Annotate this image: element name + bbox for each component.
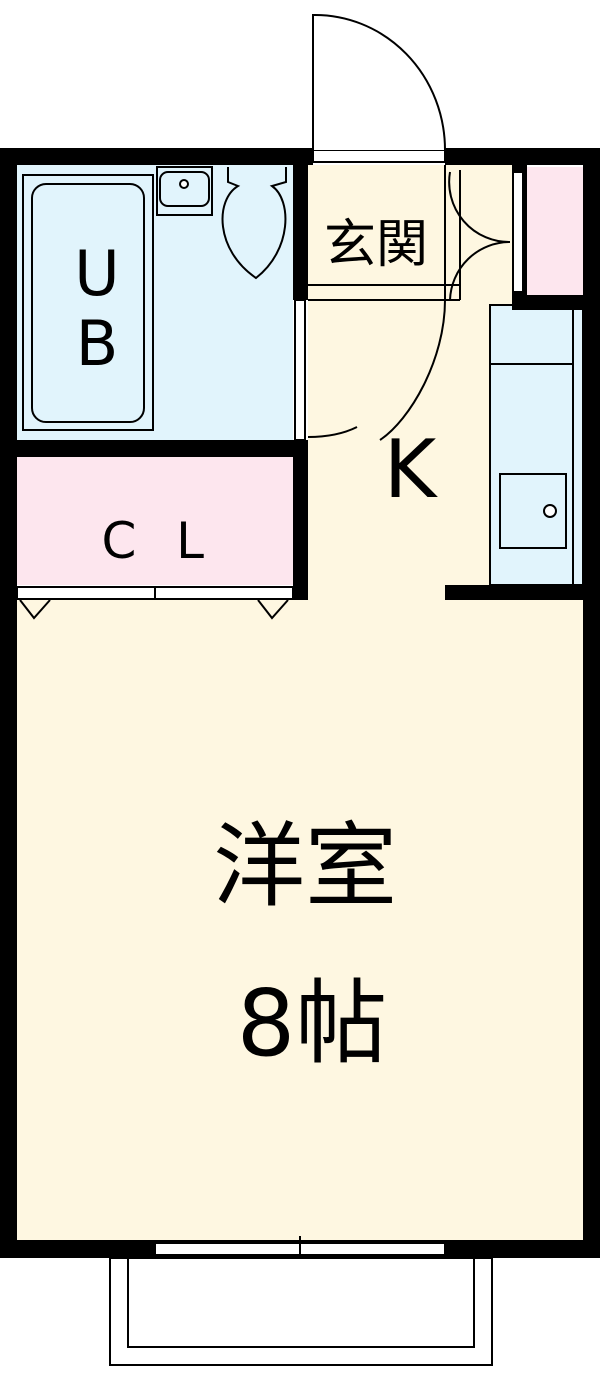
bath-door-swing[interactable] — [379, 299, 446, 441]
closet-label-c: C — [102, 512, 137, 570]
entrance-label: 玄関 — [324, 215, 428, 275]
western-room-floor — [17, 600, 583, 1240]
bath-label-u: U — [74, 237, 119, 310]
western-room-label: 洋室 — [213, 813, 397, 920]
room-size-label: 8帖 — [237, 970, 388, 1077]
entrance-floor — [308, 165, 513, 300]
shoe-closet — [527, 167, 583, 295]
bathtub — [22, 174, 154, 431]
faucet-icon — [543, 504, 557, 518]
washbasin — [156, 166, 213, 216]
bath-floor — [17, 165, 293, 440]
closet-floor — [17, 457, 293, 585]
closet-label-l: L — [176, 512, 204, 570]
walls — [0, 148, 600, 1258]
toilet-icon — [221, 167, 287, 280]
kitchen-counter — [489, 304, 584, 586]
balcony — [109, 1257, 493, 1366]
kitchen-label: K — [384, 423, 439, 516]
entrance-door[interactable] — [312, 13, 446, 151]
bath-label-b: B — [76, 307, 119, 380]
sink — [499, 473, 567, 549]
